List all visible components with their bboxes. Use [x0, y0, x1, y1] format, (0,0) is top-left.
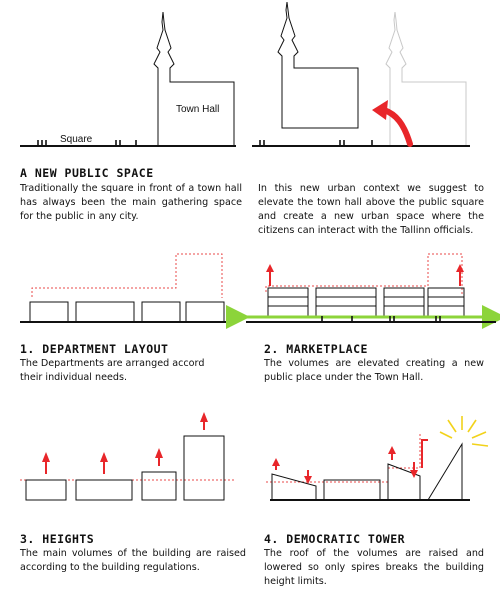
volume-2d [427, 287, 465, 317]
height-envelope-2 [265, 253, 463, 296]
intro-text-right: In this new urban context we suggest to … [258, 183, 484, 236]
ghost-town-hall [385, 11, 467, 146]
volume-3d [183, 435, 225, 501]
democratic-tower-text: The roof of the volumes are raised and l… [264, 548, 484, 587]
intro-title: A NEW PUBLIC SPACE [20, 166, 154, 180]
panel-heights [20, 412, 236, 501]
town-hall-outline [153, 11, 235, 146]
people-marks-2 [321, 316, 441, 322]
marketplace-text: The volumes are elevated creating a new … [264, 358, 484, 383]
sunburst-icon [439, 416, 489, 447]
panel-marketplace [226, 253, 500, 329]
curved-arrow-icon [381, 107, 413, 147]
volume-2a [267, 287, 309, 317]
panel-elevated-town-hall [252, 1, 470, 147]
volume-3c [141, 471, 177, 501]
volume-4a [271, 473, 317, 500]
department-layout-title: 1. DEPARTMENT LAYOUT [20, 342, 169, 356]
heights-text: The main volumes of the building are rai… [20, 548, 246, 573]
volume-2 [75, 301, 135, 323]
people-marks [37, 140, 137, 146]
volume-3b [75, 479, 133, 501]
square-label: Square [60, 134, 93, 145]
panel-department-layout [20, 253, 236, 323]
volume-3a [25, 479, 67, 501]
volume-4c [387, 463, 421, 501]
panel-original-square [20, 11, 236, 147]
height-envelope [31, 253, 223, 298]
marketplace-title: 2. MARKETPLACE [264, 342, 368, 356]
spire-volume [427, 442, 463, 501]
volume-1 [29, 301, 69, 323]
volume-3 [141, 301, 181, 323]
volume-2c [383, 287, 425, 317]
intro-text-left: Traditionally the square in front of a t… [20, 183, 242, 222]
department-layout-text: The Departments are arranged accord thei… [20, 358, 205, 383]
heights-title: 3. HEIGHTS [20, 532, 95, 546]
elevated-town-hall-outline [277, 1, 359, 129]
panel-democratic-tower [266, 416, 489, 501]
arrow-head-icon [372, 100, 388, 120]
volume-4b [323, 479, 381, 501]
town-hall-label: Town Hall [176, 104, 219, 115]
volume-4 [185, 301, 225, 323]
height-limit-line-2 [266, 434, 421, 483]
people-marks-b [259, 140, 373, 146]
red-connector [421, 439, 428, 468]
volume-2b [315, 287, 377, 317]
democratic-tower-title: 4. DEMOCRATIC TOWER [264, 532, 406, 546]
